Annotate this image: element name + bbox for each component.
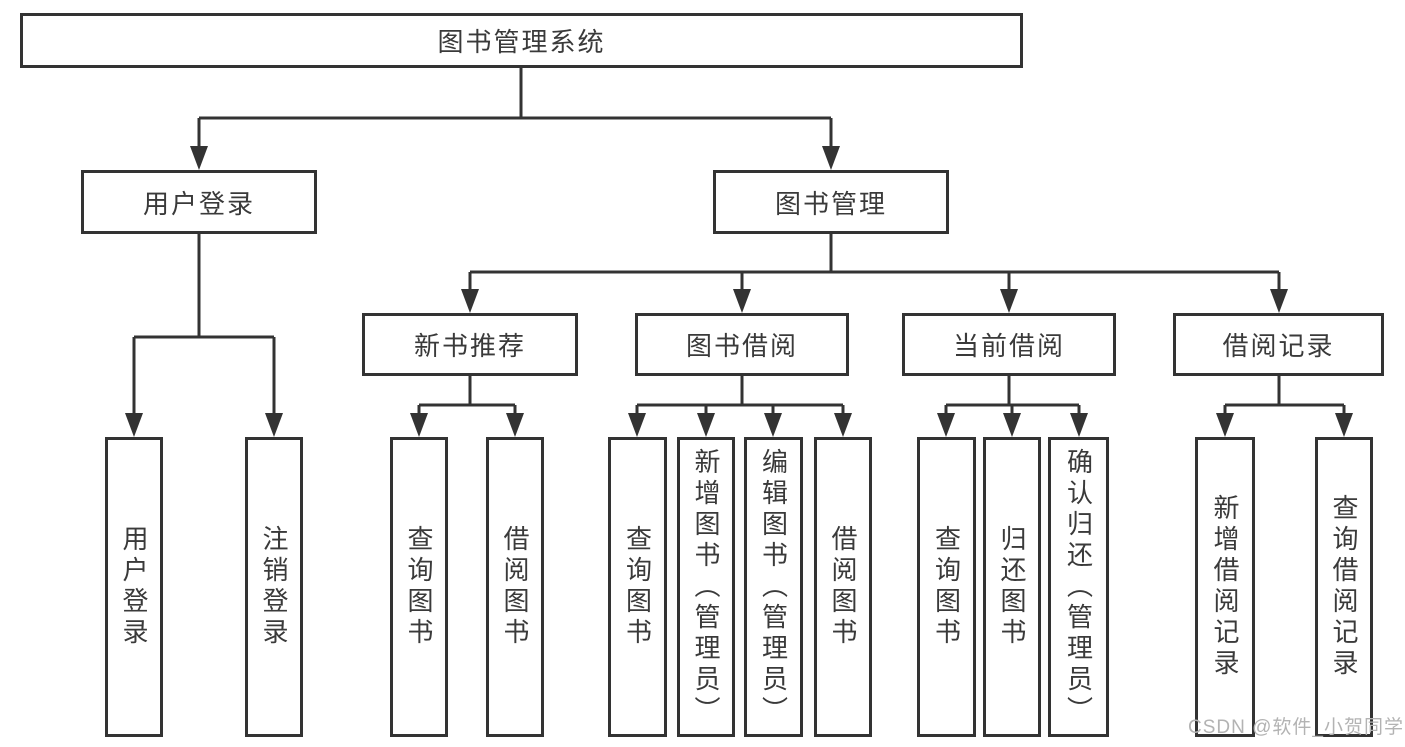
leaf-return-books: 归还图书 — [983, 437, 1041, 737]
node-label: 当前借阅 — [952, 331, 1065, 361]
node-user-login: 用户登录 — [81, 170, 317, 234]
node-label: 借阅图书 — [500, 525, 530, 649]
leaf-edit-books-admin: 编辑图书（管理员） — [744, 437, 803, 737]
node-label: 图书借阅 — [685, 331, 798, 361]
node-label: 查询图书 — [622, 525, 653, 649]
node-label: 新增图书（管理员） — [691, 447, 721, 727]
leaf-query-books: 查询图书 — [390, 437, 448, 737]
node-label: 图书管理系统 — [437, 27, 606, 57]
node-label: 查询图书 — [931, 525, 962, 649]
node-label: 新书推荐 — [413, 331, 526, 361]
leaf-logout: 注销登录 — [245, 437, 303, 737]
node-label: 借阅记录 — [1222, 331, 1335, 361]
csdn-watermark: CSDN @软件_小贺同学 — [1188, 717, 1404, 738]
leaf-query-books: 查询图书 — [608, 437, 667, 737]
leaf-borrow-books: 借阅图书 — [486, 437, 544, 737]
node-label: 图书管理 — [774, 188, 887, 219]
node-book-borrowing: 图书借阅 — [635, 313, 849, 376]
node-label: 查询图书 — [404, 525, 434, 649]
node-label: 归还图书 — [997, 525, 1027, 649]
node-book-management: 图书管理 — [713, 170, 949, 234]
node-label: 注销登录 — [259, 525, 289, 649]
node-label: 确认归还（管理员） — [1063, 447, 1094, 727]
leaf-add-books-admin: 新增图书（管理员） — [677, 437, 735, 737]
node-library-management-system: 图书管理系统 — [20, 13, 1023, 68]
node-label: 新增借阅记录 — [1210, 494, 1240, 680]
node-label: 查询借阅记录 — [1329, 494, 1359, 680]
node-label: 编辑图书（管理员） — [758, 447, 789, 727]
leaf-borrow-books: 借阅图书 — [814, 437, 872, 737]
node-current-borrowing: 当前借阅 — [902, 313, 1116, 376]
leaf-add-borrow-record: 新增借阅记录 — [1195, 437, 1255, 737]
leaf-query-books: 查询图书 — [917, 437, 976, 737]
node-label: 借阅图书 — [828, 525, 858, 649]
leaf-query-borrow-record: 查询借阅记录 — [1315, 437, 1373, 737]
node-label: 用户登录 — [119, 525, 149, 649]
node-label: 用户登录 — [142, 188, 255, 219]
leaf-user-login: 用户登录 — [105, 437, 163, 737]
leaf-confirm-return-admin: 确认归还（管理员） — [1048, 437, 1109, 737]
node-borrowing-records: 借阅记录 — [1173, 313, 1384, 376]
node-new-book-recommendation: 新书推荐 — [362, 313, 578, 376]
